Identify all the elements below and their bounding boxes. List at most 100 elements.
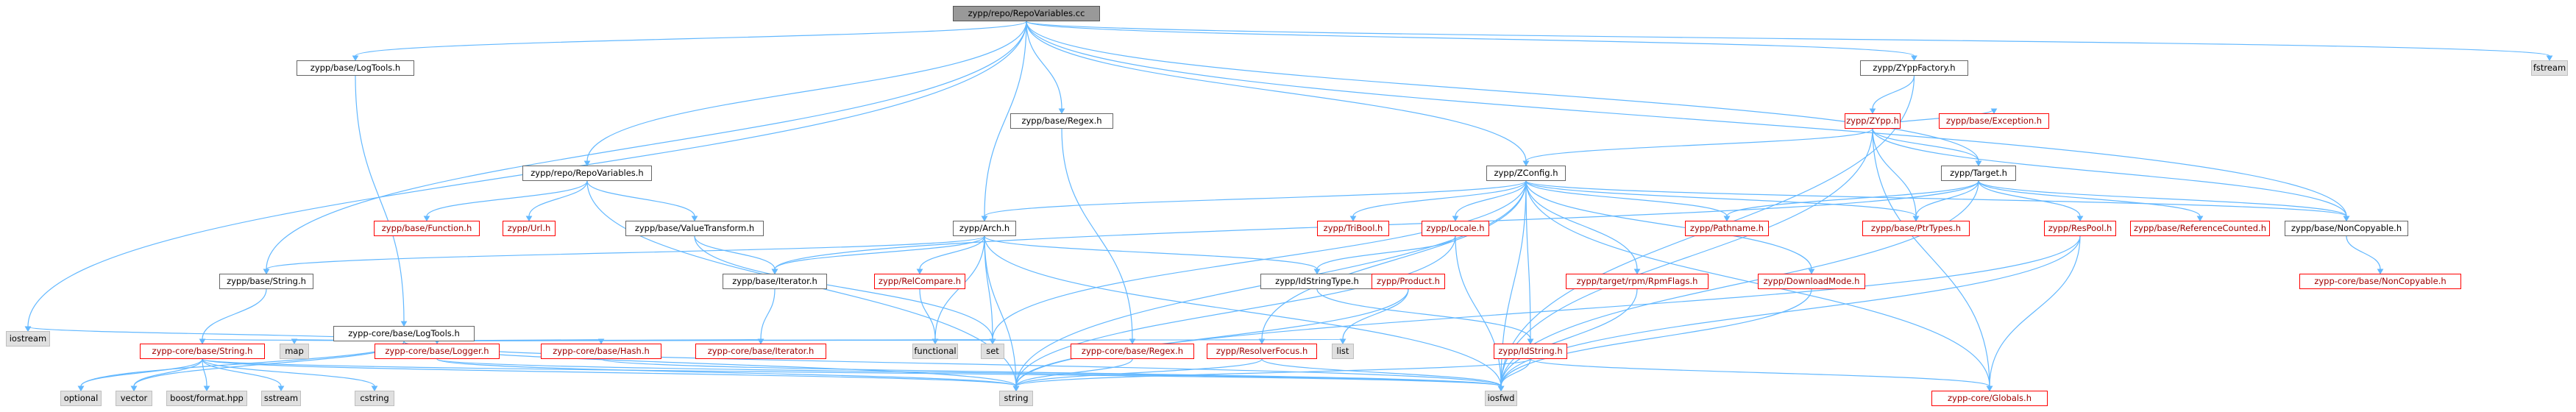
node-optional[interactable]: optional — [60, 391, 102, 406]
node-tribool[interactable]: zypp/TriBool.h — [1317, 221, 1389, 236]
arrow-head — [583, 160, 591, 166]
node-relcompare[interactable]: zypp/RelCompare.h — [874, 274, 965, 289]
node-core-globals[interactable]: zypp-core/Globals.h — [1931, 391, 2048, 406]
node-string[interactable]: string — [999, 391, 1033, 406]
node-target[interactable]: zypp/Target.h — [1941, 166, 2016, 181]
node-repovariables-h[interactable]: zypp/repo/RepoVariables.h — [522, 166, 652, 181]
node-idstring[interactable]: zypp/IdString.h — [1494, 344, 1567, 359]
node-core-string[interactable]: zypp-core/base/String.h — [140, 344, 265, 359]
node-core-iterator[interactable]: zypp-core/base/Iterator.h — [695, 344, 826, 359]
dependency-edge — [992, 180, 1527, 340]
dependency-edge — [1015, 358, 1531, 387]
dependency-edge — [1872, 128, 1990, 387]
node-zyppfactory[interactable]: zypp/ZYppFactory.h — [1860, 60, 1968, 76]
node-base-function[interactable]: zypp/base/Function.h — [374, 221, 480, 236]
node-product[interactable]: zypp/Product.h — [1372, 274, 1445, 289]
node-iosfwd[interactable]: iosfwd — [1485, 391, 1517, 406]
arrow-head — [1522, 160, 1530, 166]
node-core-hash[interactable]: zypp-core/base/Hash.h — [541, 344, 661, 359]
arrow-head — [1912, 216, 1920, 221]
dependency-edge — [984, 235, 1502, 387]
node-set[interactable]: set — [981, 344, 1004, 359]
node-idstringtype[interactable]: zypp/IdStringType.h — [1260, 274, 1374, 289]
dependency-edge — [1342, 288, 1409, 340]
dependency-edge — [1872, 128, 2347, 217]
dependency-edge — [1530, 358, 1990, 387]
dependency-edge — [1525, 180, 1728, 217]
arrow-head — [1986, 386, 1993, 391]
dependency-edge — [1500, 288, 1638, 387]
dependency-edge — [202, 358, 207, 387]
dependency-edge — [1455, 180, 1527, 217]
dependency-edge — [202, 358, 1502, 387]
node-valuetransform[interactable]: zypp/base/ValueTransform.h — [625, 221, 764, 236]
node-cstring[interactable]: cstring — [355, 391, 394, 406]
node-base-logtools[interactable]: zypp/base/LogTools.h — [297, 60, 414, 76]
arrow-head — [1869, 108, 1876, 114]
node-locale[interactable]: zypp/Locale.h — [1422, 221, 1489, 236]
arrow-head — [24, 326, 32, 332]
dependency-edge — [1026, 21, 1915, 57]
node-repovariables-cc[interactable]: zypp/repo/RepoVariables.cc — [953, 6, 1100, 21]
dependency-edge — [586, 21, 1027, 162]
node-base-exception[interactable]: zypp/base/Exception.h — [1939, 113, 2049, 129]
dependency-edge — [133, 358, 203, 387]
node-map[interactable]: map — [280, 344, 309, 359]
arrow-head — [423, 216, 430, 221]
arrow-head — [1808, 269, 1815, 274]
dependency-edge — [1978, 180, 2201, 217]
node-arch[interactable]: zypp/Arch.h — [953, 221, 1016, 236]
node-zypp-h[interactable]: zypp/ZYpp.h — [1845, 113, 1901, 129]
arrow-head — [1911, 55, 1917, 61]
node-respool[interactable]: zypp/ResPool.h — [2044, 221, 2116, 236]
dependency-edge — [202, 288, 267, 340]
dependency-edge — [774, 235, 985, 270]
node-base-regex[interactable]: zypp/base/Regex.h — [1010, 113, 1113, 129]
dependency-edge — [984, 21, 1027, 217]
arrow-head — [916, 269, 923, 274]
dependency-edge — [266, 235, 985, 270]
dependency-edge — [1026, 21, 1062, 110]
node-list[interactable]: list — [1332, 344, 1354, 359]
arrow-head — [771, 269, 778, 274]
node-rpmflags[interactable]: zypp/target/rpm/RpmFlags.h — [1566, 274, 1709, 289]
node-ptrtypes[interactable]: zypp/base/PtrTypes.h — [1862, 221, 1970, 236]
node-refcounted[interactable]: zypp/base/ReferenceCounted.h — [2130, 221, 2270, 236]
node-zconfig[interactable]: zypp/ZConfig.h — [1486, 166, 1566, 181]
arrow-head — [1313, 269, 1321, 274]
arrow-head — [291, 338, 298, 344]
dependency-edge — [1352, 180, 1527, 217]
node-resolverfocus[interactable]: zypp/ResolverFocus.h — [1207, 344, 1317, 359]
dependency-edge — [1525, 180, 2347, 217]
dependency-edge — [1525, 180, 1531, 340]
node-base-string[interactable]: zypp/base/String.h — [219, 274, 313, 289]
dependency-edge — [1525, 128, 1873, 162]
dependency-edge — [1872, 128, 1917, 217]
node-url[interactable]: zypp/Url.h — [503, 221, 556, 236]
arrow-head — [1452, 216, 1459, 221]
node-iostream[interactable]: iostream — [6, 331, 50, 347]
dependency-edge — [1026, 21, 2347, 217]
node-downloadmode[interactable]: zypp/DownloadMode.h — [1758, 274, 1865, 289]
dependency-edge — [1455, 235, 1502, 387]
arrow-head — [277, 386, 285, 391]
arrow-head — [199, 338, 206, 344]
dependency-edge — [426, 180, 588, 217]
node-core-regex[interactable]: zypp-core/base/Regex.h — [1071, 344, 1194, 359]
node-boost-format[interactable]: boost/format.hpp — [166, 391, 247, 406]
node-base-iterator[interactable]: zypp/base/Iterator.h — [723, 274, 827, 289]
arrow-head — [1339, 338, 1346, 344]
node-vector[interactable]: vector — [116, 391, 152, 406]
dependency-edge — [1015, 288, 1409, 387]
node-functional[interactable]: functional — [912, 344, 958, 359]
node-pathname[interactable]: zypp/Pathname.h — [1685, 221, 1769, 236]
arrow-head — [1975, 160, 1982, 166]
node-noncopyable[interactable]: zypp/base/NonCopyable.h — [2285, 221, 2408, 236]
node-fstream[interactable]: fstream — [2531, 60, 2568, 76]
node-sstream[interactable]: sstream — [261, 391, 301, 406]
dependency-edge — [355, 75, 405, 322]
node-core-logtools[interactable]: zypp-core/base/LogTools.h — [333, 326, 475, 341]
dependency-edge — [600, 358, 1502, 387]
node-core-logger[interactable]: zypp-core/base/Logger.h — [375, 344, 500, 359]
node-core-noncopyable[interactable]: zypp-core/base/NonCopyable.h — [2299, 274, 2461, 289]
